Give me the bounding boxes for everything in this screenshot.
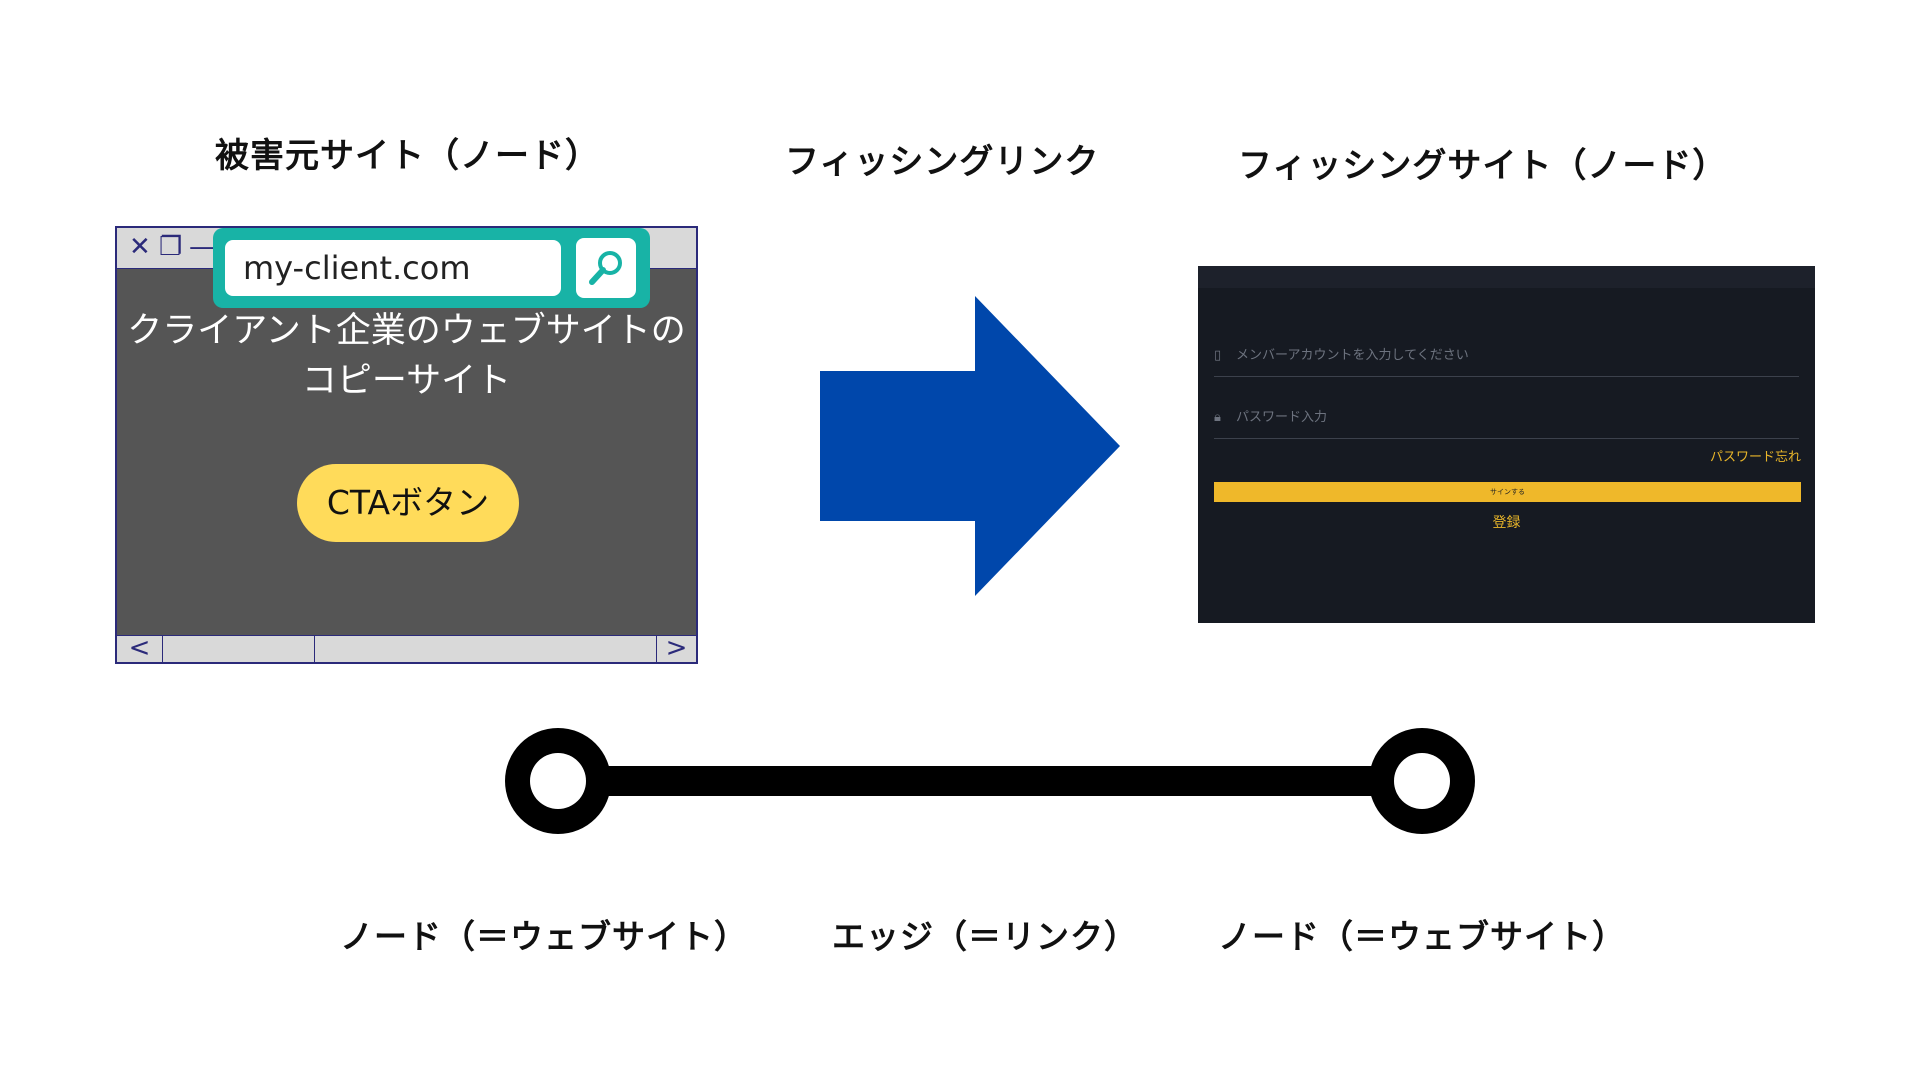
password-placeholder: パスワード入力 [1236, 410, 1328, 425]
account-placeholder: メンバーアカウントを入力してください [1236, 348, 1469, 363]
cta-button[interactable]: CTAボタン [297, 464, 519, 542]
restore-icon[interactable]: ❐ [159, 232, 183, 262]
forgot-password-link[interactable]: パスワード忘れ [1709, 450, 1801, 465]
account-field[interactable]: ▯ メンバーアカウントを入力してください [1214, 336, 1799, 377]
phishing-site-screenshot: ▯ メンバーアカウントを入力してください 🔒︎ パスワード入力 パスワード忘れ サイ… [1198, 266, 1815, 623]
scroll-right-button[interactable]: > [665, 633, 688, 663]
scroll-left-button[interactable]: < [117, 635, 163, 662]
phishing-link-heading: フィッシングリンク [785, 142, 1100, 182]
phishing-top-bar [1198, 266, 1815, 288]
node-edge-graph [505, 728, 1475, 834]
signin-button[interactable]: サインする [1214, 482, 1801, 502]
scrollbar-thumb[interactable] [315, 636, 657, 662]
register-link[interactable]: 登録 [1492, 515, 1521, 531]
password-field[interactable]: 🔒︎ パスワード入力 [1214, 398, 1799, 439]
copy-site-text-line1: クライアント企業のウェブサイトの [127, 311, 686, 351]
node-right-caption: ノード（＝ウェブサイト） [1218, 917, 1626, 956]
scrollbar-track [163, 636, 315, 662]
search-icon [589, 251, 622, 285]
edge-line [552, 766, 1432, 796]
close-icon[interactable]: ✕ [129, 232, 151, 262]
victim-site-heading: 被害元サイト（ノード） [215, 136, 600, 176]
node-right-hole [1394, 753, 1450, 809]
url-input[interactable]: my-client.com [225, 240, 561, 296]
node-left-hole [530, 753, 586, 809]
search-button[interactable] [576, 238, 636, 298]
horizontal-scrollbar[interactable]: < > [117, 635, 696, 662]
edge-caption: エッジ（＝リンク） [832, 917, 1138, 956]
phone-icon: ▯ [1214, 348, 1222, 363]
node-left-caption: ノード（＝ウェブサイト） [340, 917, 748, 956]
minimize-icon[interactable]: — [189, 232, 215, 262]
phishing-link-arrow [820, 296, 1120, 596]
lock-icon: 🔒︎ [1214, 410, 1221, 425]
victim-browser-window: ✕ ❐ — my-client.com クライアント企業のウェブサイトの コピー… [115, 226, 698, 664]
address-bar: my-client.com [213, 228, 650, 308]
copy-site-text: クライアント企業のウェブサイトの コピーサイト [117, 306, 696, 406]
phishing-site-heading: フィッシングサイト（ノード） [1238, 146, 1728, 186]
copy-site-text-line2: コピーサイト [301, 361, 512, 401]
